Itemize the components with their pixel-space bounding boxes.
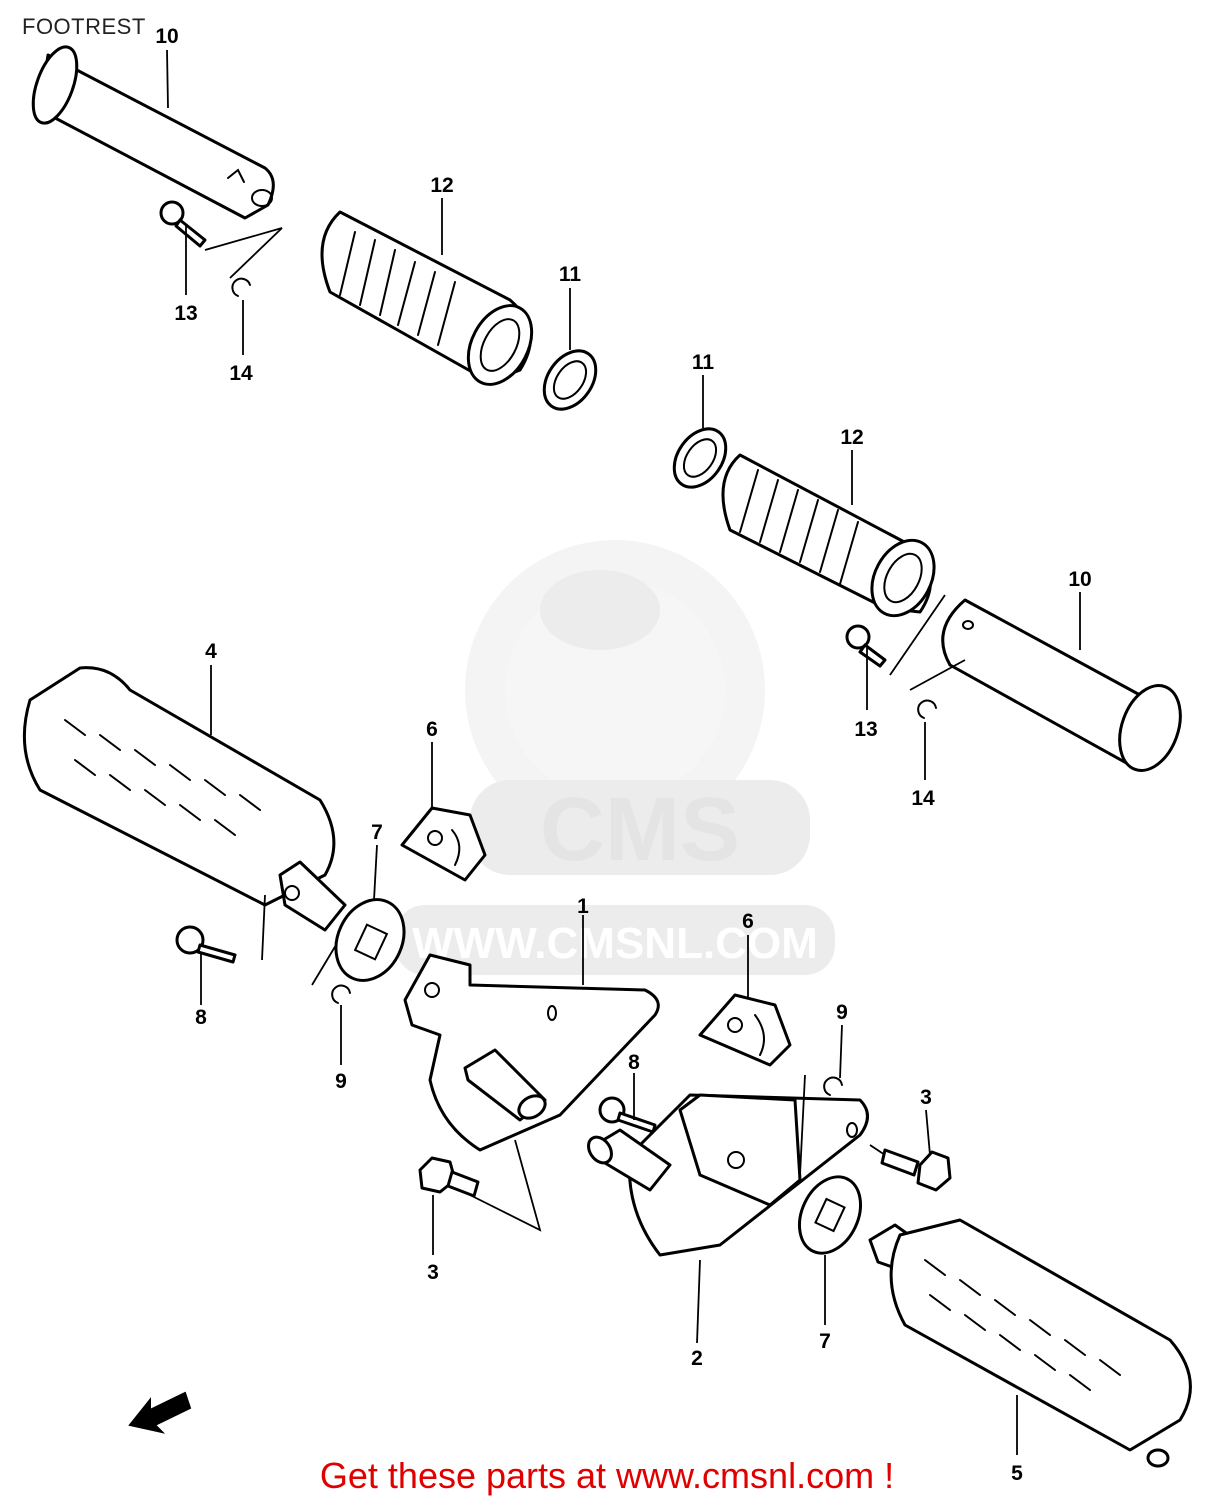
callout-7-right: 7 [819, 1330, 831, 1353]
callout-1: 1 [577, 895, 589, 918]
callout-8-right: 8 [628, 1051, 640, 1074]
part-6-bracket-lower [698, 993, 792, 1067]
part-10-footrest-bar-right [889, 594, 1182, 772]
part-1-bracket-left [403, 953, 660, 1232]
leader-lines [166, 49, 1081, 1455]
callout-2: 2 [691, 1347, 703, 1370]
part-3-bolt-right [880, 1148, 952, 1192]
part-7-washer-right [798, 1175, 862, 1255]
part-7-washer-left [334, 898, 406, 982]
callout-9-right: 9 [836, 1001, 848, 1024]
part-5-footrest-rubber-right [868, 1218, 1192, 1468]
callout-14-left: 14 [229, 362, 253, 385]
callout-13-left: 13 [174, 302, 197, 325]
callout-14-right: 14 [911, 787, 935, 810]
part-14-clip-left [231, 277, 251, 297]
part-11-washer-right [672, 427, 728, 489]
callout-6-lower: 6 [742, 910, 754, 933]
watermark-url: WWW.CMSNL.COM [412, 919, 818, 968]
callout-9-left: 9 [335, 1070, 347, 1093]
cms-watermark: CMS WWW.CMSNL.COM [395, 540, 835, 975]
callout-labels: 10 12 11 13 14 11 12 10 13 14 4 6 7 8 9 … [155, 25, 1091, 1485]
callout-6-upper: 6 [426, 718, 438, 741]
callout-12-right: 12 [840, 426, 863, 449]
page-title: FOOTREST [22, 14, 146, 39]
callout-11-right: 11 [692, 351, 715, 374]
get-parts-link[interactable]: Get these parts at www.cmsnl.com ! [319, 1455, 895, 1496]
callout-12-left: 12 [430, 174, 453, 197]
callout-10-left: 10 [155, 25, 178, 48]
part-13-pin-right [845, 624, 887, 668]
callout-4: 4 [205, 640, 217, 663]
watermark-brand: CMS [540, 780, 740, 880]
callout-7-left: 7 [371, 821, 383, 844]
part-6-bracket-upper [400, 806, 487, 882]
part-14-clip-right [917, 699, 937, 719]
callout-8-left: 8 [195, 1006, 207, 1029]
part-12-rubber-grip-right [721, 453, 936, 618]
part-4-footrest-rubber-left [22, 666, 347, 986]
callout-13-right: 13 [854, 718, 877, 741]
callout-10-right: 10 [1068, 568, 1091, 591]
part-8-bolt-left [175, 925, 237, 964]
callout-5: 5 [1011, 1462, 1023, 1485]
part-13-pin-left [159, 200, 207, 248]
part-2-bracket-right [587, 1074, 886, 1257]
part-9-clip-left [331, 984, 351, 1004]
part-12-rubber-grip-left [320, 210, 534, 386]
callout-3-left: 3 [427, 1261, 439, 1284]
part-8-bolt-right [598, 1096, 657, 1134]
front-direction-arrow-icon [128, 1391, 192, 1434]
part-10-footrest-bar-left [31, 45, 283, 279]
callout-3-right: 3 [920, 1086, 932, 1109]
callout-11-left: 11 [559, 263, 582, 286]
part-3-bolt-left [418, 1156, 480, 1198]
part-11-washer-left [542, 349, 598, 411]
part-9-clip-right [823, 1076, 843, 1096]
